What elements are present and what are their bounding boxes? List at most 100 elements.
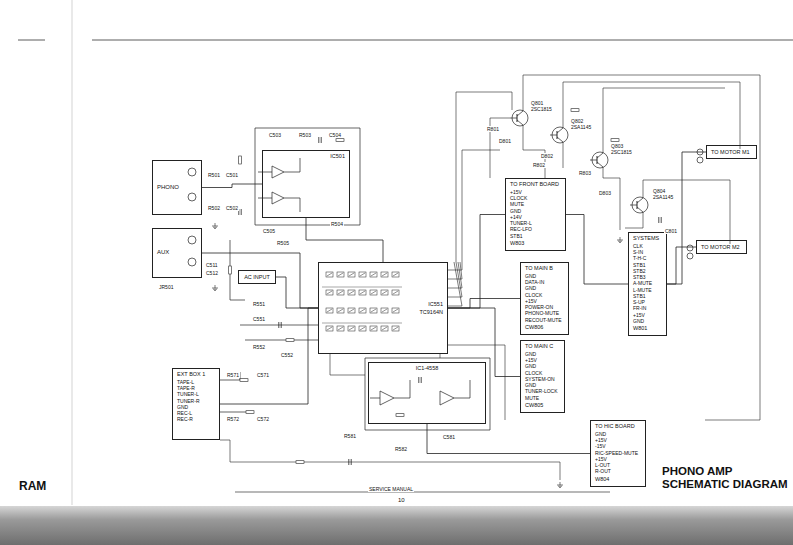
transistor-symbol — [510, 118, 517, 119]
ground-symbol — [619, 242, 621, 243]
analog-switch — [392, 326, 399, 331]
analog-switch — [371, 273, 376, 276]
pin-name: RECOUT-MUTE — [525, 317, 562, 323]
part-code: TC9164N — [418, 309, 444, 316]
analog-switch — [348, 326, 355, 331]
part-number: C551 — [252, 316, 266, 322]
ground-symbol — [213, 227, 217, 228]
analog-switch — [382, 273, 387, 276]
transistor-symbol — [590, 160, 597, 161]
analog-switch — [393, 291, 398, 294]
pin-name: CLOCK — [510, 195, 532, 201]
pin-name: TUNER-L — [510, 220, 532, 226]
transistor-symbol — [517, 120, 523, 125]
analog-switch — [371, 291, 376, 294]
analog-switch — [381, 290, 388, 295]
pin-name: TUNER-R — [177, 398, 200, 404]
footer-text: SERVICE MANUAL — [368, 486, 414, 492]
analog-switch — [338, 273, 343, 276]
part-type: 2SC1815 — [610, 149, 633, 155]
block-label: SYSTEMS — [632, 235, 660, 242]
analog-switch — [327, 273, 332, 276]
pin-list: +15V CLOCK MUTE GND +14V TUNER-L REC-LFO… — [509, 189, 533, 239]
analog-switch — [360, 273, 365, 276]
part-number: C511 — [205, 262, 219, 268]
part-number: R581 — [343, 433, 357, 439]
diagram-title: PHONO AMP SCHEMATIC DIAGRAM — [662, 465, 788, 491]
pin-name: MUTE — [510, 201, 532, 207]
part-number: D803 — [598, 190, 612, 196]
part-number: R802 — [532, 162, 546, 168]
ground-symbol — [617, 240, 623, 241]
connector-block: TO MAIN CGND +15V GND CLOCK SYSTEM-ON GN… — [520, 340, 565, 413]
pin-list: TAPE-L TAPE-R TUNER-L TUNER-R GND REC-L … — [176, 379, 201, 423]
part-number: C505 — [262, 228, 276, 234]
page-seam — [72, 0, 73, 505]
pin-name: REC-LFO — [510, 226, 532, 232]
part-number: C512 — [205, 270, 219, 276]
wire — [284, 158, 300, 172]
capacitor-symbol — [658, 217, 659, 223]
resistor-symbol — [239, 156, 242, 164]
pin-name: TUNER-LOCK — [525, 388, 558, 394]
pin-name: +15V — [595, 456, 638, 462]
analog-switch — [349, 309, 354, 312]
pin-name: GND — [510, 208, 532, 214]
pin-list: GND DATA-IN GND CLOCK +15V POWER-ON PHON… — [524, 273, 563, 323]
aux-jack-panel: AUX — [152, 228, 202, 278]
section-frame — [365, 358, 490, 430]
pin-name: +15V — [595, 437, 638, 443]
part-number: R801 — [486, 126, 500, 132]
cut-off-title: RAM — [18, 479, 47, 493]
resistor-symbol — [571, 109, 579, 112]
wire — [454, 380, 470, 398]
jack-panel: EXT BOX 1TAPE-L TAPE-R TUNER-L TUNER-R G… — [172, 368, 220, 440]
motor-connector: TO MOTOR M2 — [696, 240, 747, 254]
block-label: AUX — [156, 249, 170, 257]
block-label: AC INPUT — [243, 274, 271, 281]
analog-switch — [348, 290, 355, 295]
analog-switch — [371, 309, 376, 312]
pin-name: FR-IN — [633, 305, 652, 311]
wire — [284, 198, 300, 212]
capacitor-symbol — [421, 377, 422, 383]
capacitor-symbol — [348, 459, 349, 465]
wire — [330, 354, 365, 375]
ic-block: IC1-4558 — [368, 362, 486, 424]
analog-switch — [349, 291, 354, 294]
block-label: TO MAIN C — [524, 343, 554, 350]
ground-symbol — [213, 289, 217, 290]
part-number: C504 — [328, 132, 342, 138]
analog-switch — [381, 308, 388, 313]
analog-switch — [392, 308, 399, 313]
wire — [322, 287, 402, 288]
block-label: IC1-4558 — [415, 365, 440, 372]
resistor-symbol — [611, 139, 619, 142]
analog-switch — [337, 290, 344, 295]
analog-switch — [382, 291, 387, 294]
jack-symbol — [188, 168, 196, 176]
analog-switch — [370, 326, 377, 331]
resistor-symbol — [246, 411, 254, 414]
pin-name: +14V — [510, 214, 532, 220]
pin-name: GND — [177, 404, 200, 410]
block-label: PHONO — [156, 184, 180, 192]
scan-shadow — [0, 506, 793, 545]
pin-name: REC-L — [177, 410, 200, 416]
pin-name: A-MUTE — [633, 280, 652, 286]
wire — [456, 92, 512, 262]
signal-wire — [276, 277, 318, 308]
connector-pin — [687, 245, 693, 251]
wire — [258, 198, 272, 199]
capacitor-symbol — [351, 459, 352, 465]
part-number: R501 — [207, 172, 221, 178]
resistor-symbol — [286, 339, 294, 342]
part-number: JR501 — [158, 284, 174, 290]
capacitor-symbol — [318, 137, 319, 143]
ground-symbol — [212, 226, 218, 227]
pin-name: POWER-ON — [525, 304, 562, 310]
part-code: W804 — [594, 476, 610, 483]
wire — [370, 398, 380, 399]
jack-symbol — [188, 236, 196, 244]
opamp-symbol — [380, 391, 394, 405]
